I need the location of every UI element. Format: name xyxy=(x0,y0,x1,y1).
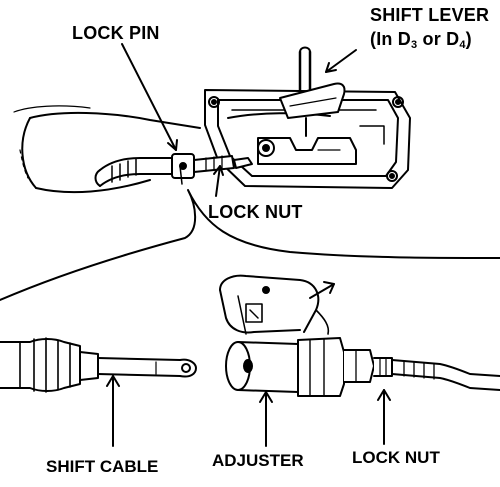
console-housing xyxy=(13,105,201,194)
shift-gate-plate xyxy=(204,89,411,189)
shift-lever-note-suffix: ) xyxy=(465,29,472,49)
adjuster-label: ADJUSTER xyxy=(212,451,304,470)
cable-end-upper xyxy=(94,153,253,187)
leader-lines xyxy=(106,43,391,447)
lock-nut-upper-label: LOCK NUT xyxy=(208,202,303,222)
shift-lever-label: SHIFT LEVER xyxy=(370,5,490,25)
section-divider xyxy=(0,189,500,301)
lock-nut-lower-label: LOCK NUT xyxy=(352,448,440,467)
shift-lever xyxy=(279,46,346,137)
shift-cable-lower xyxy=(0,337,197,393)
shift-lever-note-prefix: (In D xyxy=(370,29,411,49)
shift-lever-note-sub-4: 4 xyxy=(459,39,466,51)
lock-clip xyxy=(219,274,335,335)
shift-lever-note-mid: or D xyxy=(417,29,460,49)
adjuster-body xyxy=(225,337,500,397)
shift-lever-note: (In D3 or D4) xyxy=(370,30,472,51)
shift-cable-label: SHIFT CABLE xyxy=(46,457,159,476)
shift-lever-note-sub-3: 3 xyxy=(411,39,418,51)
lock-pin-label: LOCK PIN xyxy=(72,23,160,43)
